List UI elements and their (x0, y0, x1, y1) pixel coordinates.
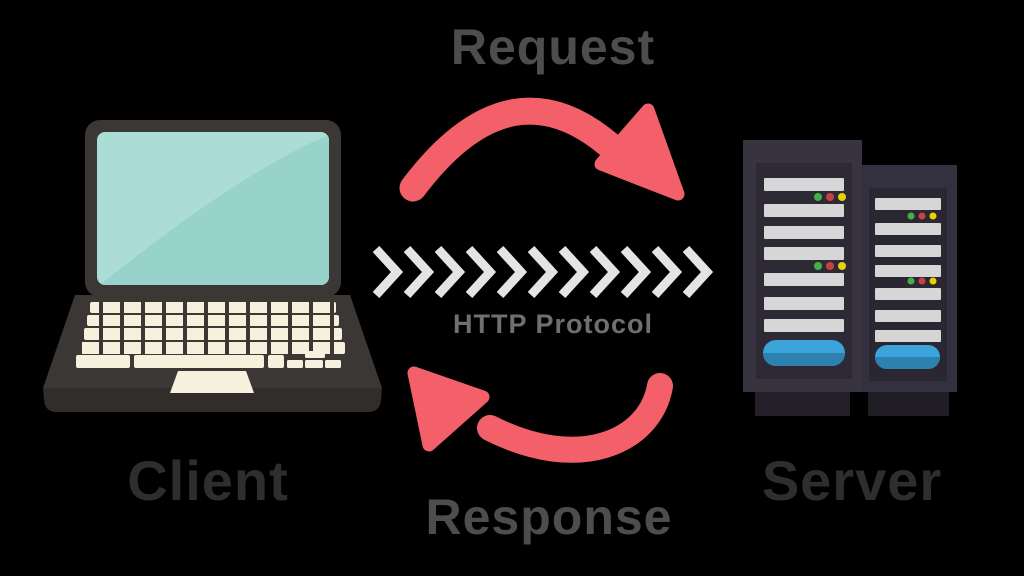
chevrons-right-icon (372, 245, 722, 299)
status-led-row (907, 212, 937, 285)
request-arrow-shaft (399, 97, 631, 202)
request-arrow-head (594, 103, 685, 201)
response-label: Response (425, 489, 673, 545)
server-label: Server (761, 449, 943, 512)
response-arrow-head (407, 366, 490, 452)
server-rack-right (862, 165, 957, 416)
server-blue-bar (763, 340, 845, 366)
response-arrow-shaft (477, 373, 673, 463)
server-rack-pair-icon (743, 140, 957, 416)
laptop-trackpad (170, 371, 254, 393)
laptop-front-edge (43, 388, 382, 412)
request-label: Request (450, 19, 656, 75)
server-rack-left (743, 140, 862, 416)
laptop-screen (97, 132, 329, 285)
client-label: Client (127, 449, 289, 512)
response-arrow-icon (407, 366, 673, 463)
request-arrow-icon (399, 97, 685, 202)
status-led-row (814, 193, 846, 270)
laptop-icon (43, 120, 382, 412)
http-protocol-label: HTTP Protocol (452, 309, 654, 339)
server-blue-bar (875, 345, 940, 369)
laptop-keyboard (76, 302, 345, 368)
